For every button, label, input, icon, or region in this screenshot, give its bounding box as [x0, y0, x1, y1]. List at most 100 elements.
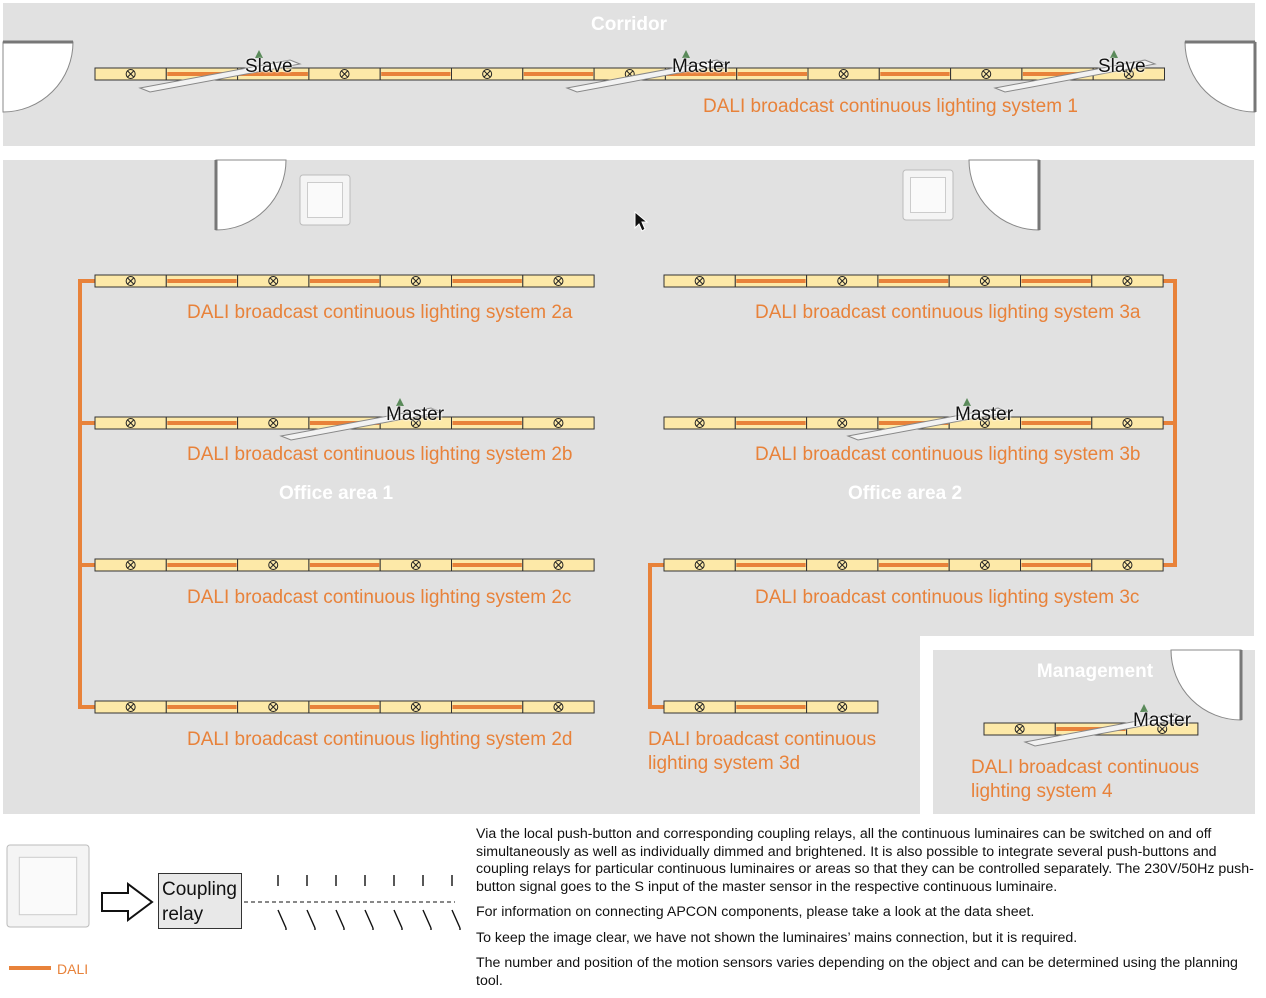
note-paragraph-2: For information on connecting APCON comp… [476, 904, 1035, 920]
lamp-cross-icon-x [555, 277, 562, 285]
lamp-cross-icon-x [1016, 725, 1024, 733]
dali-line-segment [309, 705, 380, 709]
dali-line-segment [452, 279, 522, 283]
coupling-relay-box: Coupling relay [158, 873, 242, 929]
system-label-4: DALI broadcast continuous lighting syste… [971, 757, 1200, 802]
lamp-cross-icon [268, 418, 279, 428]
door-corridor-right-icon [1184, 40, 1257, 113]
dali-line-segment [1022, 72, 1093, 76]
lamp-cross-icon-x [981, 419, 989, 427]
lamp-cross-icon-x [1125, 70, 1133, 78]
system-label-1: DALI broadcast continuous lighting syste… [703, 96, 1078, 117]
sensor-master-corridor-icon [565, 50, 729, 93]
system-label-2b: DALI broadcast continuous lighting syste… [187, 444, 573, 465]
lamp-cross-icon-x [483, 70, 491, 78]
lamp-cross-icon [694, 702, 705, 712]
sensor-slave-right-icon [993, 50, 1157, 93]
sensor-label-slave-left: Slave [245, 56, 293, 77]
lamp-cross-icon [838, 69, 849, 79]
lamp-cross-icon-x [838, 419, 846, 427]
lamp-cross-icon-x [696, 561, 704, 569]
lamp-cross-icon [837, 702, 848, 712]
lamp-cross-icon-x [127, 419, 135, 427]
lamp-cross-icon [837, 560, 848, 570]
sensor-label-master-corridor: Master [672, 56, 731, 77]
dali-line-segment [1021, 421, 1091, 425]
lamp-cross-icon-x [341, 70, 348, 78]
lamp-cross-icon [125, 276, 136, 286]
lamp-cross-icon [553, 702, 564, 712]
lamp-cross-icon-x [412, 419, 420, 427]
lamp-cross-icon-x [696, 277, 704, 285]
sensor-label-master-2b: Master [386, 404, 445, 425]
lamp-cross-icon [553, 276, 564, 286]
dali-line-segment [1021, 279, 1091, 283]
lamp-cross-icon-x [412, 703, 420, 711]
dali-line-segment [878, 421, 949, 425]
relay-contact-4 [393, 875, 403, 930]
lamp-cross-icon [553, 418, 564, 428]
lamp-cross-icon [979, 418, 990, 428]
lamp-cross-icon [268, 702, 279, 712]
notes-text: Via the local push-button and correspond… [476, 826, 1262, 998]
lamp-cross-icon [125, 418, 136, 428]
lamp-cross-icon [979, 276, 990, 286]
relay-contact-1 [306, 875, 316, 930]
lamp-cross-icon [1123, 69, 1134, 79]
sensor-master-4-icon [1023, 704, 1187, 747]
system-label-2c: DALI broadcast continuous lighting syste… [187, 587, 572, 608]
lamp-cross-icon [268, 560, 279, 570]
room-label-office-2: Office area 2 [847, 483, 963, 504]
relay-contact-2 [335, 875, 345, 930]
dali-line-segment [309, 279, 380, 283]
dali-line-segment [666, 72, 736, 76]
dali-line-segment [167, 421, 237, 425]
dali-line-segment [736, 421, 806, 425]
legend-dali-line [9, 966, 51, 970]
lamp-cross-icon [268, 276, 279, 286]
dali-line-segment [736, 279, 806, 283]
note-paragraph-1: Via the local push-button and correspond… [476, 826, 1254, 895]
lamp-cross-icon [1122, 418, 1133, 428]
lamp-cross-icon [410, 418, 421, 428]
lamp-cross-icon [410, 702, 421, 712]
relay-contact-5 [422, 875, 432, 930]
lamp-cross-icon-x [555, 419, 562, 427]
dali-line-segment [452, 563, 522, 567]
lamp-cross-icon [979, 560, 990, 570]
door-office-left-icon [214, 159, 287, 231]
lamp-cross-icon-x [981, 277, 989, 285]
sensor-master-2b-icon [279, 398, 443, 441]
dali-line-segment [167, 563, 237, 567]
lamp-cross-icon-x [555, 561, 562, 569]
lamp-cross-icon-x [696, 703, 704, 711]
lamp-cross-icon-x [1158, 725, 1166, 733]
lamp-cross-icon-x [838, 561, 846, 569]
lamp-cross-icon-x [981, 561, 989, 569]
lamp-cross-icon-x [838, 703, 846, 711]
lamp-cross-icon [694, 418, 705, 428]
room-label-corridor: Corridor [591, 14, 667, 35]
lamp-cross-icon [694, 276, 705, 286]
arrow-right-icon [101, 882, 154, 922]
push-button-legend-icon-rocker [18, 856, 78, 916]
relay-contact-0 [277, 875, 287, 930]
lamp-cross-icon [125, 69, 136, 79]
lamp-cross-icon-x [127, 277, 135, 285]
dali-line-segment [452, 705, 522, 709]
system-label-2d: DALI broadcast continuous lighting syste… [187, 729, 573, 750]
system-label-2a: DALI broadcast continuous lighting syste… [187, 302, 573, 323]
coupling-relay-label: Coupling relay [162, 879, 237, 925]
system-label-3c: DALI broadcast continuous lighting syste… [755, 587, 1140, 608]
dali-wire-0 [78, 279, 95, 709]
door-office-right-icon [968, 159, 1041, 231]
lamp-cross-icon [981, 69, 992, 79]
dali-line-segment [309, 421, 380, 425]
note-paragraph-3: To keep the image clear, we have not sho… [476, 929, 1078, 946]
door-corridor-left-icon [2, 40, 74, 113]
lamp-cross-icon [339, 69, 350, 79]
legend-dali-label: DALI [57, 961, 89, 977]
dali-line-segment [878, 279, 949, 283]
lamp-cross-icon-x [696, 419, 704, 427]
